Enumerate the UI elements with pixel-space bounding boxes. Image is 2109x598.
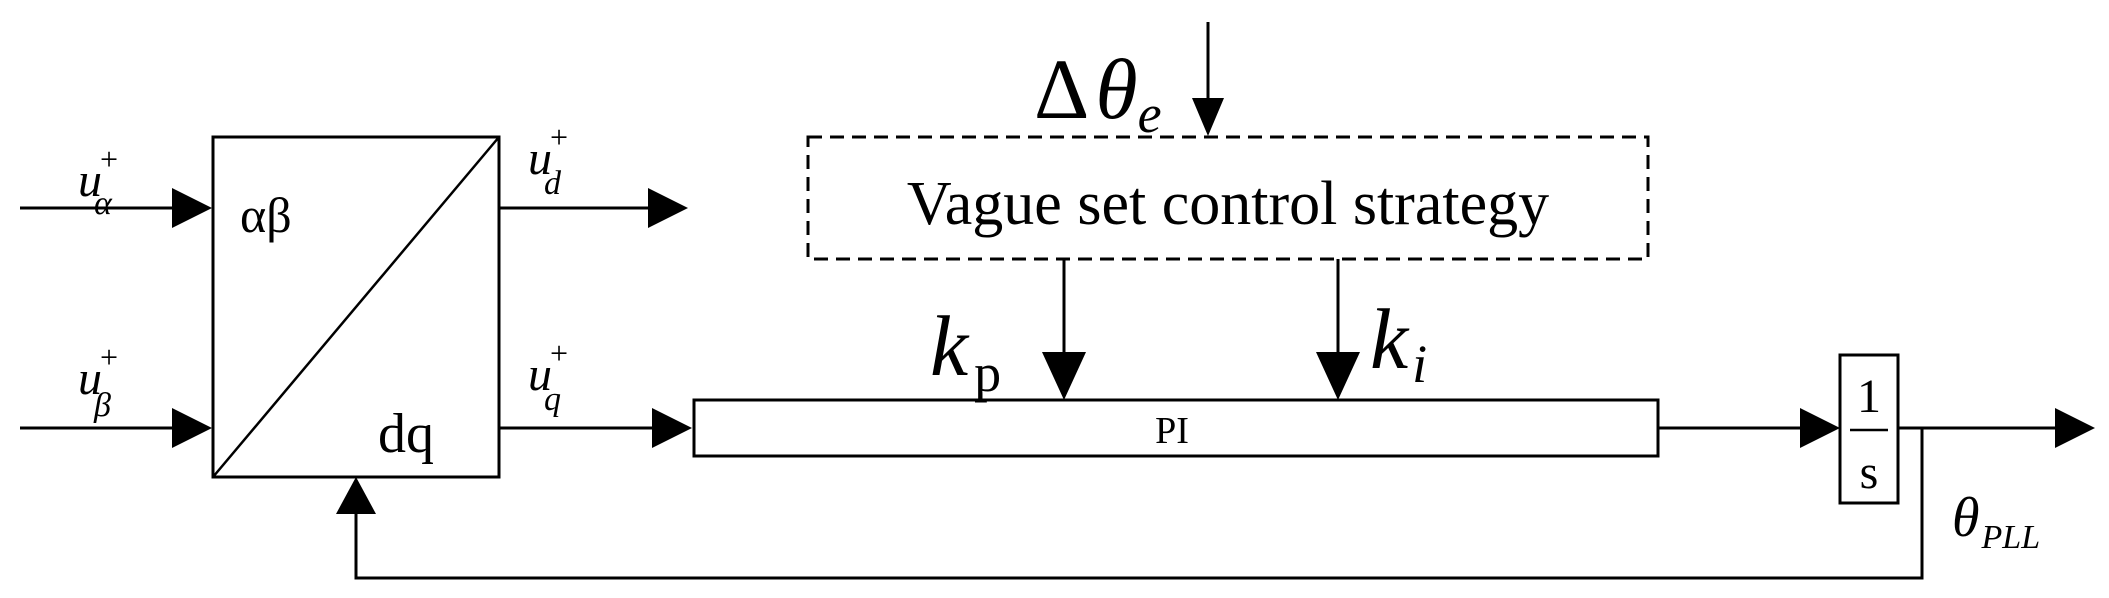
label-dq: dq (378, 403, 434, 465)
label-u-alpha: u+α (78, 141, 118, 222)
label-u-beta: u+β (78, 339, 118, 424)
label-ki: ki (1370, 291, 1427, 394)
arrowhead-to-integrator (1800, 408, 1840, 448)
arrowhead-theta-pll (2055, 408, 2095, 448)
feedback-arrowhead (336, 477, 376, 514)
transform-block-diagonal (212, 136, 500, 478)
feedback-loop-line (354, 428, 1924, 580)
arrowhead-u-alpha (172, 188, 212, 228)
vague-set-control-block (806, 135, 1650, 261)
delta-theta-arrowhead (1192, 98, 1224, 136)
label-pi: PI (1155, 410, 1189, 452)
label-u-d: u+d (528, 119, 568, 202)
label-vague-set-control-strategy: Vague set control strategy (907, 170, 1549, 238)
label-theta-pll: θPLL (1952, 487, 2040, 556)
arrowhead-u-q (652, 408, 692, 448)
label-u-q: u+q (528, 335, 568, 418)
integrator-numerator: 1 (1857, 370, 1881, 423)
label-delta-theta-e: Δθe (1034, 41, 1162, 144)
ki-arrowhead (1316, 352, 1360, 400)
kp-arrowhead (1042, 352, 1086, 400)
arrowhead-u-beta (172, 408, 212, 448)
label-alpha-beta: αβ (240, 187, 292, 243)
arrowhead-u-d (648, 188, 688, 228)
integrator-denominator: s (1860, 446, 1879, 499)
